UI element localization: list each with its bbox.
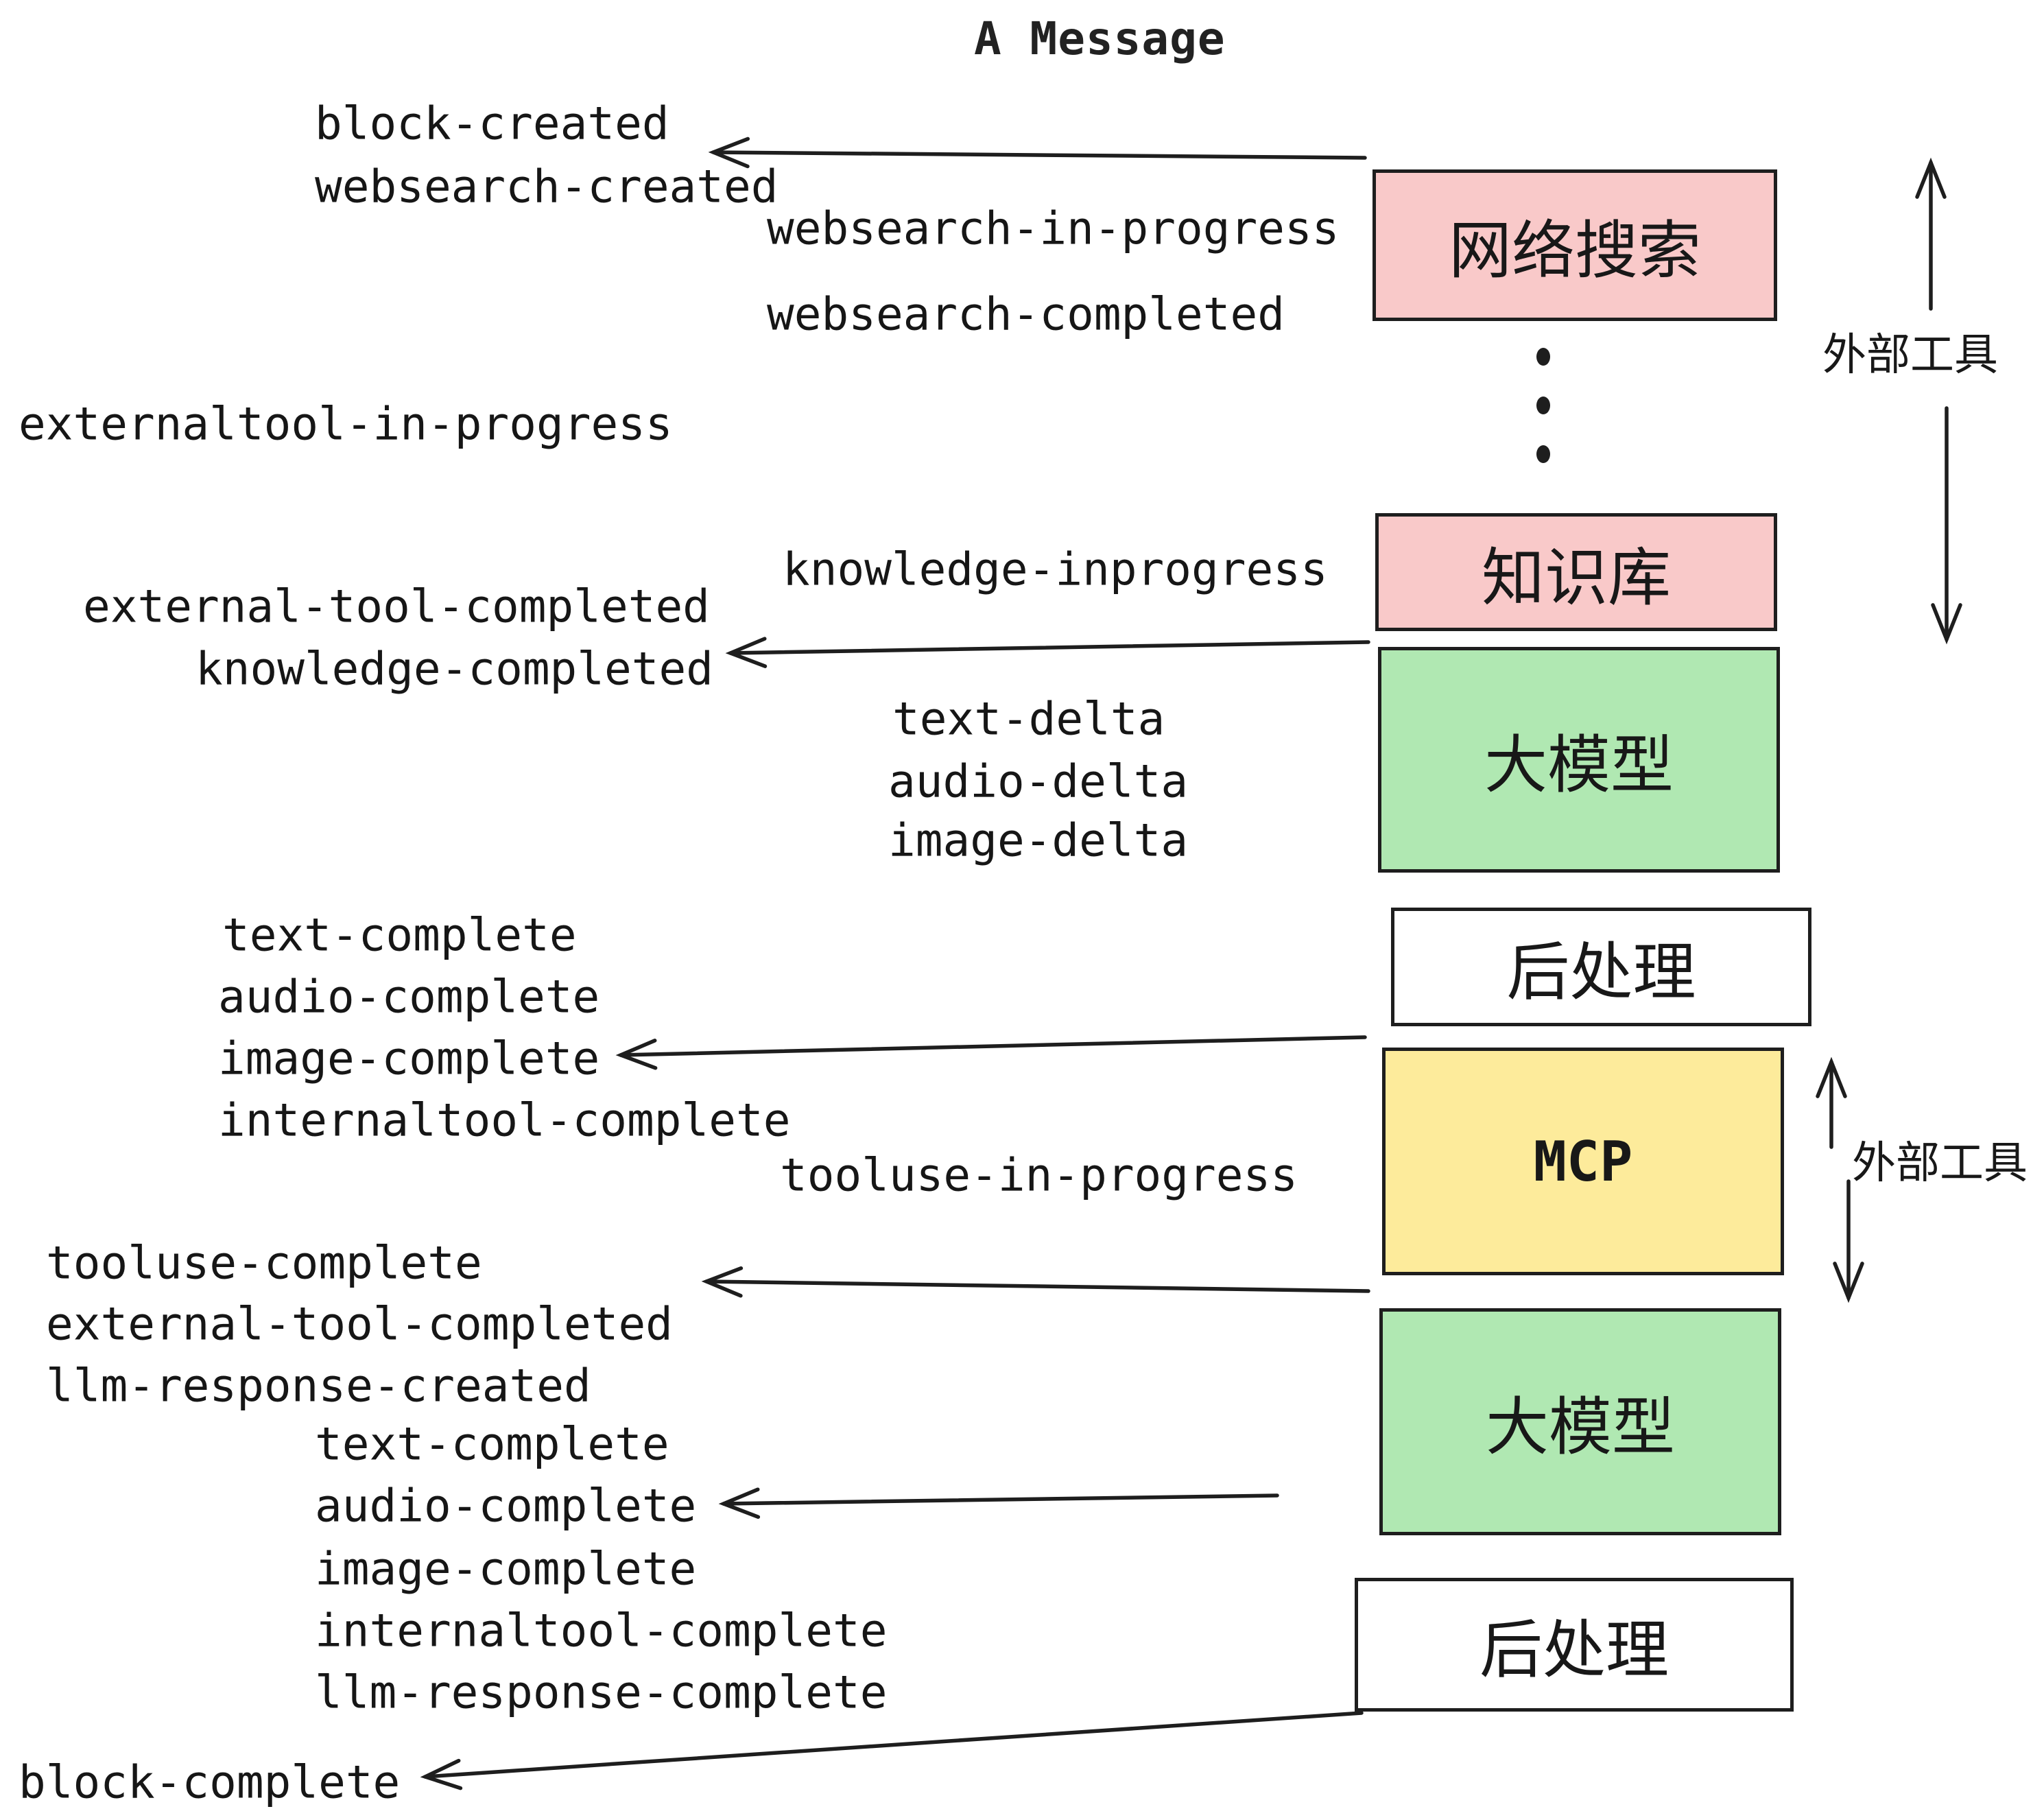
event-label-externaltool-in-progress: externaltool-in-progress (19, 397, 673, 451)
box-label-llm-1: 大模型 (1484, 731, 1674, 801)
event-label-text-delta-1: text-delta (892, 692, 1165, 746)
event-label-knowledge-completed: knowledge-completed (195, 642, 713, 696)
box-llm-1: 大模型 (1378, 647, 1780, 873)
arrow-image-complete (615, 1035, 1367, 1070)
event-label-image-delta-1: image-delta (888, 814, 1189, 867)
event-label-audio-delta-1: audio-delta (888, 755, 1189, 808)
vertical-ellipsis-dots (1536, 348, 1550, 463)
event-label-llm-response-created: llm-response-created (46, 1359, 591, 1412)
event-label-external-tool-completed-2: external-tool-completed (46, 1297, 673, 1351)
event-label-image-complete-2: image-complete (315, 1542, 697, 1596)
arrow-external-tools-up (1915, 157, 1947, 311)
event-label-block-created: block-created (315, 97, 669, 150)
box-label-postprocess-2: 后处理 (1479, 1616, 1669, 1686)
event-label-image-complete-1: image-complete (218, 1032, 600, 1085)
box-knowledge: 知识库 (1375, 513, 1777, 631)
event-label-websearch-created: websearch-created (315, 160, 779, 213)
arrow-external-tools-down (1931, 406, 1962, 645)
event-label-tooluse-in-progress: tooluse-in-progress (780, 1148, 1298, 1202)
side-label-external-tools-mcp: 外部工具 (1852, 1138, 2028, 1187)
arrow-mcp-external-up (1816, 1056, 1847, 1149)
box-label-llm-2: 大模型 (1485, 1393, 1675, 1463)
arrow-mcp-external-down (1833, 1179, 1864, 1303)
arrow-tooluse-complete (701, 1266, 1370, 1298)
arrow-knowledge-completed (725, 637, 1370, 668)
event-label-external-tool-completed-1: external-tool-completed (83, 580, 710, 633)
box-label-postprocess-1: 后处理 (1506, 938, 1696, 1008)
box-label-websearch: 网络搜索 (1448, 216, 1701, 286)
event-label-websearch-completed: websearch-completed (767, 287, 1285, 341)
event-label-text-complete-1: text-complete (222, 908, 577, 962)
box-label-mcp: MCP (1533, 1129, 1633, 1194)
arrow-block-complete (420, 1711, 1364, 1790)
event-label-audio-complete-2: audio-complete (315, 1479, 697, 1533)
event-label-block-complete: block-complete (19, 1755, 401, 1809)
arrow-websearch-created (708, 137, 1367, 169)
event-label-internaltool-complete-2: internaltool-complete (315, 1604, 888, 1657)
event-label-llm-response-complete: llm-response-complete (315, 1666, 888, 1719)
box-mcp: MCP (1382, 1048, 1784, 1275)
box-label-knowledge: 知识库 (1481, 543, 1671, 613)
event-label-tooluse-complete: tooluse-complete (46, 1236, 482, 1290)
event-label-websearch-in-progress: websearch-in-progress (767, 202, 1340, 255)
arrow-audio-complete (718, 1487, 1279, 1520)
side-label-external-tools-top: 外部工具 (1822, 330, 1998, 379)
event-label-audio-complete-1: audio-complete (218, 970, 600, 1024)
box-postprocess-1: 后处理 (1391, 908, 1811, 1026)
event-label-text-complete-2: text-complete (315, 1417, 669, 1471)
box-llm-2: 大模型 (1379, 1308, 1781, 1535)
box-postprocess-2: 后处理 (1355, 1578, 1794, 1712)
event-label-internaltool-complete-1: internaltool-complete (218, 1093, 791, 1147)
event-label-knowledge-inprogress: knowledge-inprogress (783, 543, 1328, 596)
box-websearch: 网络搜索 (1372, 169, 1777, 321)
diagram-title: A Message (974, 12, 1226, 65)
